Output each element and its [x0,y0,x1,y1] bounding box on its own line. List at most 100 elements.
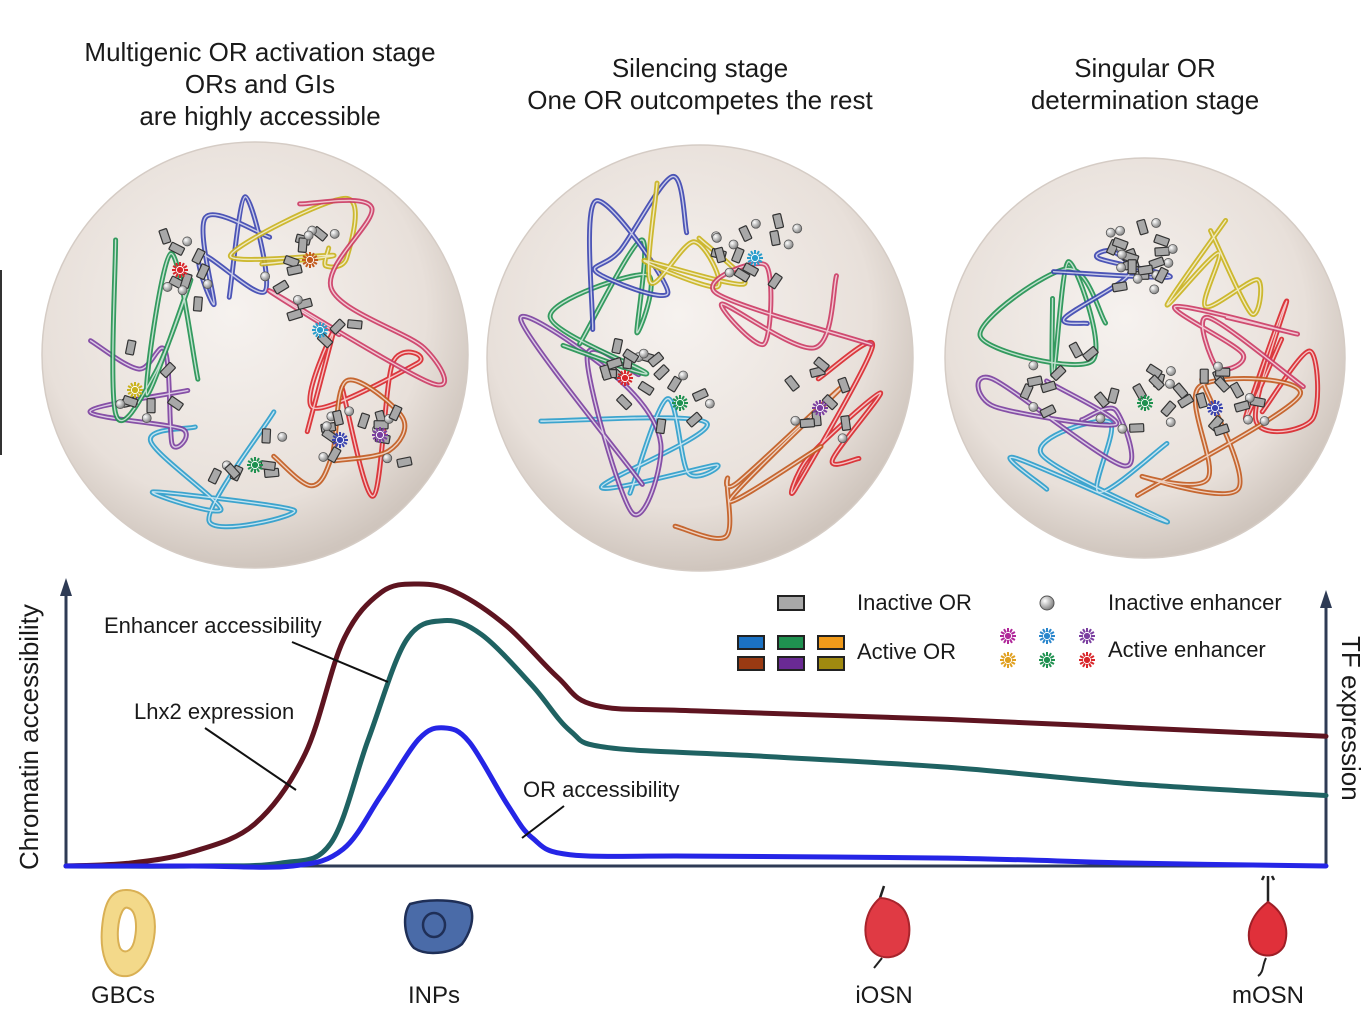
active-enhancer-star [617,370,633,386]
active-enhancer-star [247,457,263,473]
or-gene [1107,387,1120,404]
stage-title-line: Singular OR [1074,53,1216,83]
or-gene [1136,218,1149,236]
active-enhancer-star [372,427,388,443]
cell-label-mosn: mOSN [1232,982,1304,1009]
or-gene [1148,374,1165,391]
or-gene [1127,259,1137,275]
inactive-enhancer-bead [1117,423,1128,434]
inactive-enhancer-bead [318,452,329,462]
inactive-enhancer-bead [1115,225,1126,236]
inactive-enhancer-bead [678,370,689,381]
inactive-enhancer-bead [1149,284,1160,295]
or-gene [813,356,830,373]
inactive-enhancer-bead [292,294,303,305]
stage-title-line: ORs and GIs [184,69,336,99]
or-gene [1111,281,1128,293]
or-gene [821,394,838,411]
inactive-enhancer-bead [1105,227,1116,238]
or-gene [297,237,308,253]
legend-active-or-swatch [737,656,765,671]
or-gene [1040,380,1057,394]
or-gene [611,338,623,355]
stage-title-line: Silencing stage [611,53,789,83]
or-gene [837,376,851,394]
y-axis-label-right: TF expression [1336,636,1366,801]
or-gene [692,388,709,402]
cell-icon-gbc [100,888,156,978]
inactive-enhancer-bead [638,348,649,359]
legend-active-or-swatch [737,635,765,650]
legend-inactive-or-swatch [777,595,805,611]
or-gene [784,375,800,392]
inactive-enhancer-bead [1151,218,1162,228]
inactive-enhancer-bead [260,271,271,282]
legend-active-or-label: Active OR [857,639,957,664]
or-gene [121,395,139,408]
legend-star [1039,628,1055,644]
or-gene [799,418,816,429]
annotation-or-accessibility: OR accessibility [523,777,680,802]
annotation-enhancer-accessibility: Enhancer accessibility [104,613,322,638]
inactive-enhancer-bead [1028,402,1039,412]
legend-active-or-swatch [817,635,845,650]
chromatin-loops-stage-3 [975,217,1321,525]
inactive-enhancer-bead [344,406,355,417]
inactive-enhancer-bead [1167,244,1178,254]
series-line-0 [63,581,1329,869]
inactive-enhancer-bead [1028,360,1039,371]
annotation-lhx2-expression: Lhx2 expression [134,699,295,724]
or-gene [191,248,206,265]
or-gene [1177,393,1194,409]
inactive-enhancer-bead [1165,378,1175,389]
or-gene [1094,391,1110,408]
or-gene [373,420,389,430]
inactive-enhancer-bead [202,279,213,290]
cell-label-gbcs: GBCs [90,982,155,1009]
legend-star [1000,652,1016,668]
or-gene [772,213,785,230]
inactive-enhancer-bead [115,399,126,410]
inactive-enhancer-bead [1213,361,1223,372]
or-gene [1068,341,1083,359]
inactive-enhancer-bead [711,232,722,243]
inactive-enhancer-bead [277,431,288,442]
or-gene [653,364,670,381]
inactive-enhancer-bead [1244,392,1255,403]
inactive-enhancer-bead [783,239,794,250]
inactive-enhancer-bead [1259,416,1270,426]
or-gene [769,230,781,247]
inactive-enhancer-bead [382,453,393,464]
or-gene [1172,382,1189,399]
or-gene [655,418,667,435]
inactive-enhancer-bead [728,239,739,250]
inactive-enhancer-bead [704,398,715,409]
or-gene [647,351,665,368]
nucleus-stage-2 [486,144,914,572]
leader-enhancer [291,641,389,683]
inactive-enhancer-bead [303,230,314,241]
or-gene [158,228,172,245]
inactive-enhancer-bead [177,285,188,296]
or-gene [616,394,633,411]
inactive-enhancer-bead [1166,366,1176,376]
chart-series [63,581,1329,870]
legend-inactive-enhancer-bead [1039,595,1055,611]
or-gene [742,262,759,277]
or-gene [1145,363,1163,379]
or-gene [192,296,203,312]
active-enhancer-star [747,250,763,266]
active-enhancer-star [672,395,688,411]
legend-active-enhancer-label: Active enhancer [1108,637,1266,662]
inactive-enhancer-bead [141,413,152,424]
or-gene [396,456,413,468]
inactive-enhancer-bead [321,421,332,432]
inactive-enhancer-bead [182,236,193,247]
stage-title-singular: Singular OR determination stage [995,52,1295,116]
leader-lhx2 [204,727,297,791]
legend-inactive-enhancer-label: Inactive enhancer [1108,590,1282,615]
or-gene [767,272,783,290]
inactive-enhancer-bead [1165,417,1176,428]
or-gene [159,361,176,378]
